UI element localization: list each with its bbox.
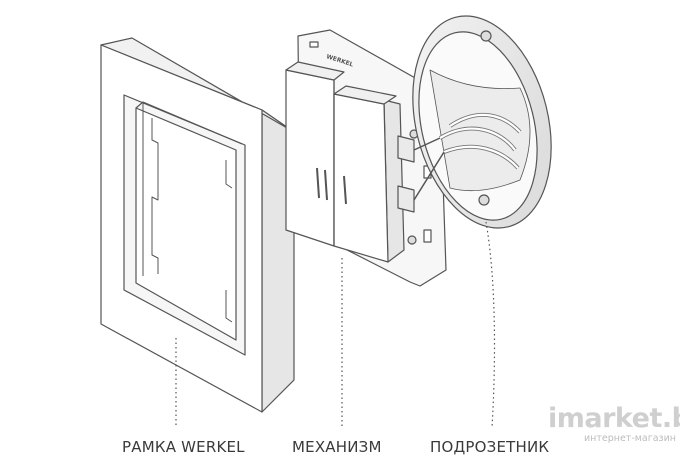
mechanism-label: МЕХАНИЗМ: [292, 438, 382, 456]
frame-label: РАМКА WERKEL: [122, 438, 245, 456]
frame-illustration: [100, 37, 295, 413]
box-illustration: [412, 15, 552, 229]
box-label: ПОДРОЗЕТНИК: [430, 438, 550, 456]
leader-box: [485, 221, 496, 429]
watermark-subtitle: интернет-магазин: [583, 433, 676, 444]
mechanism-illustration: WERKEL: [285, 29, 447, 287]
leader-lines: [175, 221, 496, 429]
watermark: imarket.by интернет-магазин: [548, 403, 680, 445]
watermark-logo: imarket.by: [548, 403, 680, 434]
